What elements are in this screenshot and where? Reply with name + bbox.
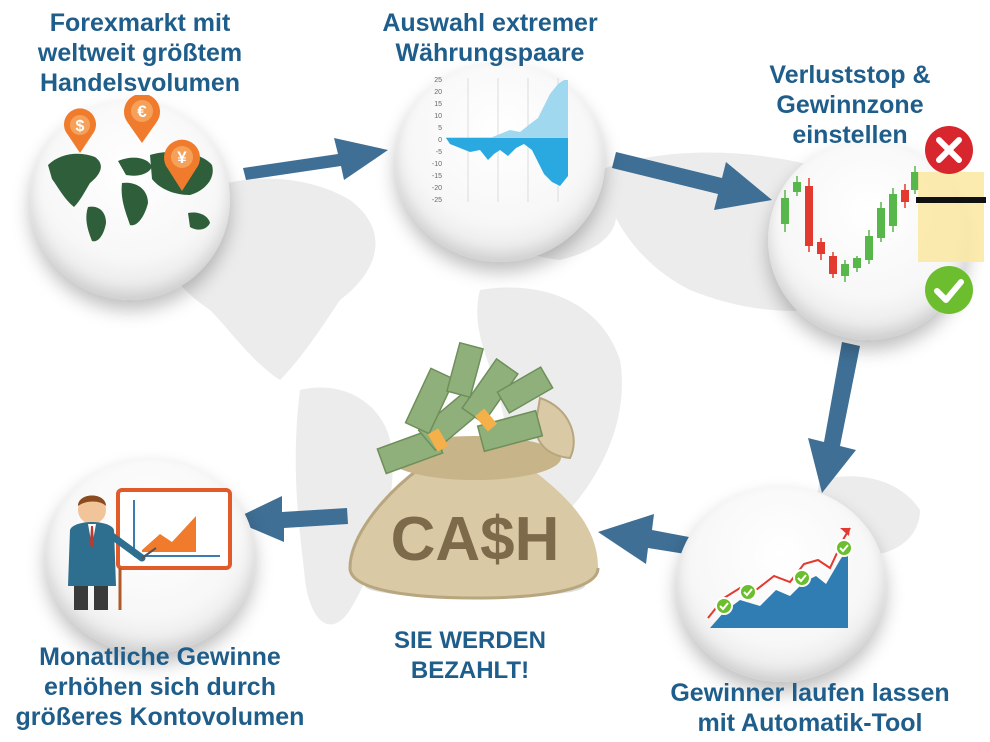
step5-label-line: BEZAHLT! — [410, 657, 530, 684]
pin-dollar-symbol: $ — [76, 118, 85, 135]
presenter-icon — [68, 488, 232, 610]
step2-label-line: Währungspaare — [395, 39, 585, 67]
step2-label-line: Auswahl extremer — [382, 9, 598, 37]
step2-label: Auswahl extremer Währungspaare — [350, 8, 630, 68]
chart-tick: 5 — [438, 125, 442, 132]
chart-tick: -10 — [432, 161, 442, 168]
step4-label-line: Gewinner laufen lassen — [670, 679, 950, 707]
step2-disc — [395, 62, 605, 262]
step4-label: Gewinner laufen lassen mit Automatik-Too… — [640, 678, 980, 738]
world-map-icon: $ € ¥ — [48, 95, 213, 242]
step4-disc — [676, 486, 886, 682]
step1-label-line: weltweit größtem — [37, 39, 243, 67]
step6-label-line: größeres Kontovolumen — [15, 703, 305, 731]
step6-label-line: Monatliche Gewinne — [39, 643, 281, 671]
arrow-step2-to-step3 — [612, 152, 772, 210]
pin-yen-symbol: ¥ — [177, 148, 187, 167]
step6-label-line: erhöhen sich durch — [44, 673, 276, 701]
money-bag-icon: CA$H — [348, 341, 600, 600]
chart-tick: -25 — [432, 197, 442, 204]
line-chart-icon: 25 20 15 10 5 0 -5 -10 -15 -20 -25 — [432, 77, 568, 204]
step3-label-line: Gewinnzone — [776, 91, 924, 119]
chart-tick: 0 — [438, 137, 442, 144]
arrow-step5-to-step6 — [232, 496, 348, 542]
chart-tick: -15 — [432, 173, 442, 180]
step3-label-line: Verluststop & — [769, 61, 931, 89]
arrow-step3-to-step4 — [808, 342, 860, 493]
bag-text: CA$H — [391, 505, 560, 574]
stop-line — [916, 197, 986, 203]
cross-icon — [925, 126, 973, 174]
chart-tick: -20 — [432, 185, 442, 192]
step1-label: Forexmarkt mit weltweit größtem Handelsv… — [0, 8, 280, 98]
step4-label-line: mit Automatik-Tool — [697, 709, 923, 737]
chart-tick: 25 — [434, 77, 442, 84]
check-icon — [925, 266, 973, 314]
growth-chart-icon — [707, 527, 853, 628]
step5-label: SIE WERDEN BEZAHLT! — [350, 626, 590, 686]
step3-label: Verluststop & Gewinnzone einstellen — [720, 60, 980, 150]
chart-tick: -5 — [436, 149, 442, 156]
step6-label: Monatliche Gewinne erhöhen sich durch gr… — [0, 642, 320, 732]
step1-label-line: Handelsvolumen — [39, 69, 241, 97]
pin-euro-symbol: € — [137, 102, 147, 121]
candlestick-chart-icon — [781, 166, 919, 282]
chart-tick: 10 — [434, 113, 442, 120]
arrow-step1-to-step2 — [243, 138, 388, 180]
zone-panel — [918, 172, 984, 262]
chart-tick: 20 — [434, 89, 442, 96]
step3-label-line: einstellen — [792, 121, 908, 149]
step1-label-line: Forexmarkt mit — [49, 9, 231, 37]
step5-label-line: SIE WERDEN — [393, 627, 546, 654]
chart-tick: 15 — [434, 101, 442, 108]
